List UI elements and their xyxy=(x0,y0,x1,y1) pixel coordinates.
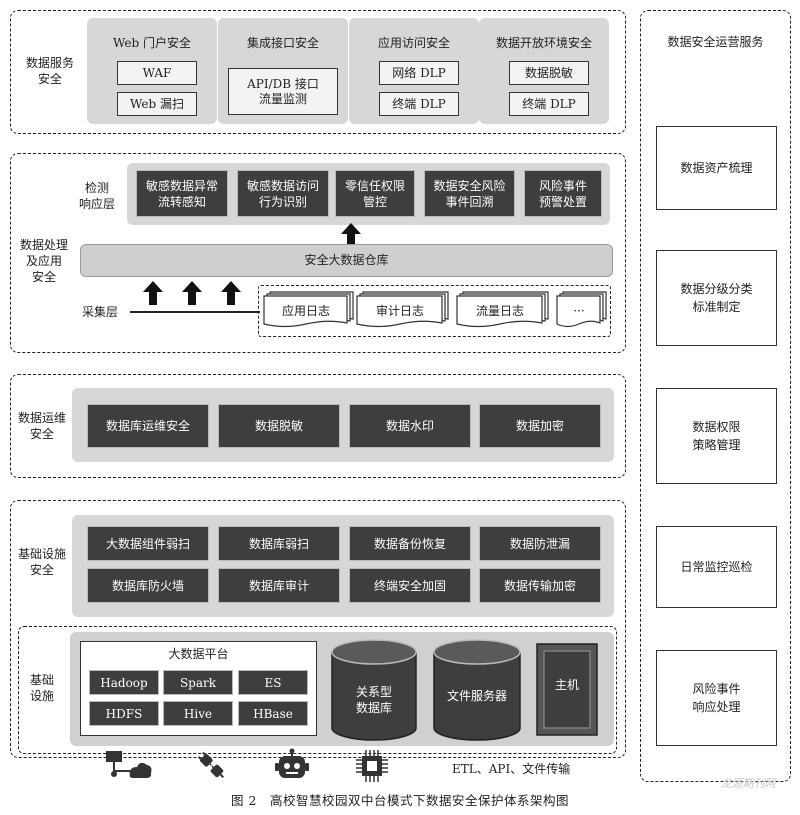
detect-response-layer-label: 检测 响应层 xyxy=(78,181,115,211)
log-document-label: ··· xyxy=(573,304,585,318)
detection-item: 数据安全风险 事件回溯 xyxy=(424,170,515,217)
infra-security-item: 数据库防火墙 xyxy=(87,568,209,603)
collection-layer-label: 采集层 xyxy=(81,305,118,319)
bigdata-component: ES xyxy=(238,670,308,695)
service-item: WAF xyxy=(117,61,197,85)
security-operation-item: 风险事件 响应处理 xyxy=(656,650,777,746)
service-item: 网络 DLP xyxy=(379,61,459,85)
service-item: Web 漏扫 xyxy=(117,92,197,116)
log-document-label: 流量日志 xyxy=(475,304,524,318)
data-ops-item: 数据水印 xyxy=(349,404,471,448)
infra-security-item: 数据备份恢复 xyxy=(349,526,471,561)
infra-security-item: 数据库弱扫 xyxy=(218,526,340,561)
bigdata-component: Spark xyxy=(163,670,233,695)
service-panel-title: Web 门户安全 xyxy=(113,36,191,50)
infra-security-item: 大数据组件弱扫 xyxy=(87,526,209,561)
infrastructure-security-label: 基础设施 安全 xyxy=(17,547,66,577)
relational-database-icon xyxy=(331,639,417,741)
figure-caption: 图 2 高校智慧校园双中台模式下数据安全保护体系架构图 xyxy=(231,793,569,808)
collection-line xyxy=(130,311,260,313)
security-operation-item: 数据分级分类 标准制定 xyxy=(656,250,777,346)
infra-security-item: 数据库审计 xyxy=(218,568,340,603)
log-sources-box xyxy=(258,285,611,337)
data-ops-item: 数据加密 xyxy=(479,404,601,448)
host-icon xyxy=(536,643,598,736)
service-item: 终端 DLP xyxy=(379,92,459,116)
detection-item: 风险事件 预警处置 xyxy=(524,170,602,217)
plug-icon xyxy=(197,751,225,779)
chip-icon xyxy=(356,750,388,782)
security-operations-section xyxy=(640,10,791,782)
security-operation-item: 日常监控巡检 xyxy=(656,526,777,608)
service-item: API/DB 接口 流量监测 xyxy=(228,68,338,115)
bigdata-component: HBase xyxy=(238,701,308,726)
network-icon xyxy=(106,751,152,778)
up-arrow-icon xyxy=(182,281,202,305)
security-operations-title: 数据安全运营服务 xyxy=(667,35,764,49)
security-data-warehouse xyxy=(80,244,613,277)
bigdata-component: Hadoop xyxy=(89,670,159,695)
data-service-security-label: 数据服务 安全 xyxy=(25,56,74,86)
security-operation-item: 数据资产梳理 xyxy=(656,126,777,210)
transfer-text: ETL、API、文件传输 xyxy=(452,762,571,776)
infrastructure-section xyxy=(10,500,626,758)
up-arrow-icon xyxy=(341,223,361,245)
robot-icon xyxy=(275,748,309,778)
host-label: 主机 xyxy=(554,678,579,692)
detection-item: 敏感数据异常 流转感知 xyxy=(136,170,228,217)
data-ops-item: 数据库运维安全 xyxy=(87,404,209,448)
log-document-icon xyxy=(356,291,449,328)
infra-security-item: 数据防泄漏 xyxy=(479,526,601,561)
bigdata-component: Hive xyxy=(163,701,233,726)
file-server-label: 文件服务器 xyxy=(446,689,507,703)
detection-item: 敏感数据访问 行为识别 xyxy=(237,170,329,217)
watermark: 龙源期刊网 xyxy=(720,777,776,790)
detection-item: 零信任权限 管控 xyxy=(335,170,415,217)
log-document-icon xyxy=(456,291,549,328)
security-data-warehouse-label: 安全大数据仓库 xyxy=(304,253,389,267)
data-ops-security-section xyxy=(10,374,626,478)
bigdata-component: HDFS xyxy=(89,701,159,726)
infra-security-item: 数据传输加密 xyxy=(479,568,601,603)
data-service-security-section xyxy=(10,10,626,134)
up-arrow-icon xyxy=(221,281,241,305)
service-panel-title: 应用访问安全 xyxy=(377,36,450,50)
infra-security-item: 终端安全加固 xyxy=(349,568,471,603)
security-operation-item: 数据权限 策略管理 xyxy=(656,388,777,484)
data-ops-security-label: 数据运维 安全 xyxy=(17,411,66,441)
relational-database-label: 关系型 数据库 xyxy=(355,685,392,715)
data-ops-item: 数据脱敏 xyxy=(218,404,340,448)
log-document-label: 审计日志 xyxy=(375,304,424,318)
log-document-icon xyxy=(263,291,354,328)
service-item: 数据脱敏 xyxy=(509,61,589,85)
file-server-icon xyxy=(433,639,521,741)
service-panel-title: 集成接口安全 xyxy=(246,36,319,50)
up-arrow-icon xyxy=(143,281,163,305)
base-infrastructure-section xyxy=(18,626,617,754)
log-document-icon xyxy=(556,291,607,328)
base-infrastructure-label: 基础 设施 xyxy=(29,673,54,703)
service-panel-title: 数据开放环境安全 xyxy=(495,36,592,50)
service-item: 终端 DLP xyxy=(509,92,589,116)
data-processing-security-label: 数据处理 及应用 安全 xyxy=(19,238,68,284)
log-document-label: 应用日志 xyxy=(281,304,330,318)
data-processing-security-section xyxy=(10,153,626,353)
bigdata-platform-title: 大数据平台 xyxy=(168,647,229,661)
